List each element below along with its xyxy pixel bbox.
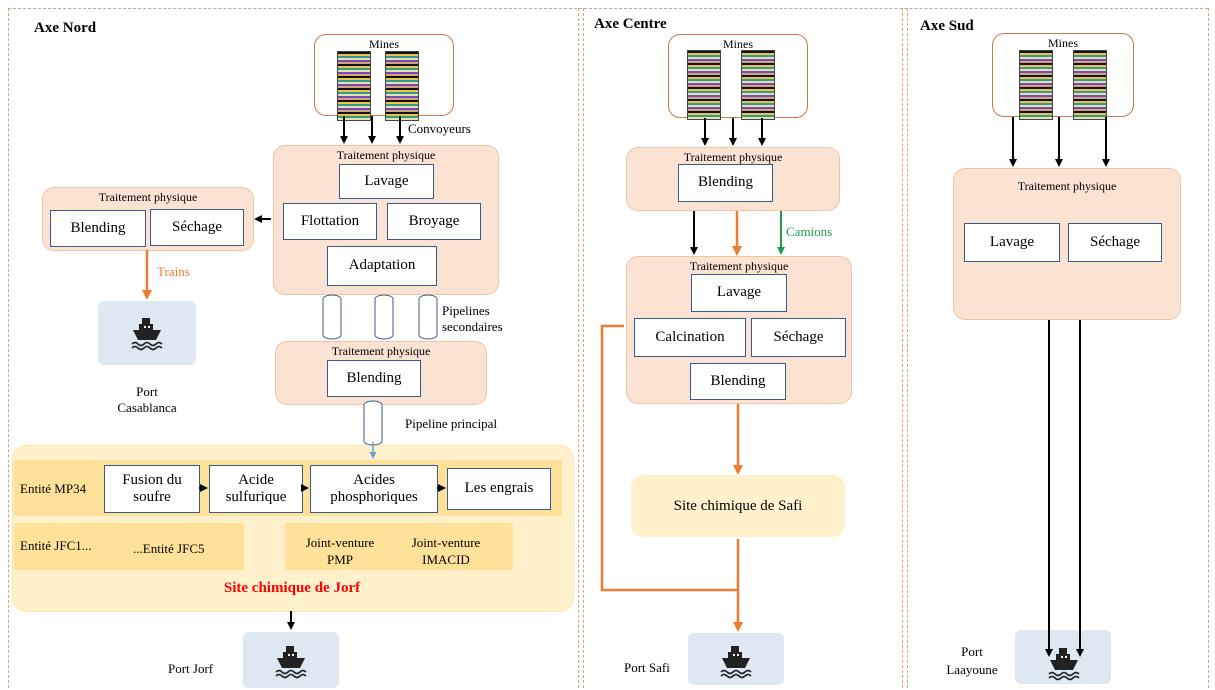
jv-pmp-line2: PMP [326, 551, 354, 567]
ship-icon [1048, 647, 1080, 681]
convoyeurs-label: Convoyeurs [408, 121, 471, 136]
mines-sud-label: Mines [1048, 36, 1078, 50]
traitement-label: Traitement physique [331, 344, 431, 358]
axis-sud-title: Axe Sud [920, 18, 974, 34]
separator-nord-centre-b [583, 8, 584, 688]
pipelines-line2: secondaires [442, 319, 503, 335]
entite-jfc-band [14, 523, 244, 570]
trains-label: Trains [157, 264, 190, 279]
arrow-to-port-laayoune [1045, 320, 1084, 657]
pipeline-secondary-icon [418, 294, 438, 340]
sechage-box: Séchage [150, 209, 244, 246]
traitement-label: Traitement physique [683, 150, 783, 164]
jv-imacid-line2: IMACID [422, 551, 470, 567]
traitement-label: Traitement physique [1017, 179, 1117, 193]
port-laayoune-line1: Port [961, 644, 983, 659]
jv-pmp-label: Joint-venture PMP [292, 535, 388, 569]
line-bypass-safi [600, 324, 738, 592]
mine-stack-icon [1073, 50, 1107, 120]
site-safi-box: Site chimique de Safi [631, 475, 845, 537]
engrais-box: Les engrais [447, 468, 551, 510]
pipelines-secondaires-label: Pipelines secondaires [442, 303, 503, 336]
mines-centre-label: Mines [723, 37, 753, 51]
mine-stack-icon [741, 50, 775, 120]
mines-sud: Mines [992, 33, 1134, 120]
blending-box: Blending [690, 363, 786, 400]
ship-icon [720, 645, 752, 679]
fusion-line1: Fusion du [122, 471, 182, 488]
camions-label: Camions [786, 224, 833, 239]
separator-nord-centre-a [578, 8, 579, 688]
left-border [8, 8, 9, 688]
acide-line1: Acide [238, 471, 274, 488]
port-safi-label: Port Safi [624, 660, 670, 675]
port-laayoune-label: Port Laayoune [944, 643, 1000, 678]
traitement-label: Traitement physique [336, 148, 436, 162]
pipeline-principal-icon [363, 400, 383, 446]
axis-nord-title: Axe Nord [34, 20, 97, 36]
blending-box: Blending [678, 164, 773, 202]
axis-centre-title: Axe Centre [594, 16, 667, 32]
port-casablanca-line2: Casablanca [117, 400, 177, 415]
lavage-box: Lavage [691, 274, 787, 312]
broyage-box: Broyage [387, 203, 481, 240]
pipeline-secondary-icon [322, 294, 342, 340]
mines-nord-label: Mines [369, 37, 399, 51]
pipeline-principal-label: Pipeline principal [405, 416, 498, 431]
blending-box: Blending [327, 360, 421, 397]
mine-stack-icon [1019, 50, 1053, 120]
mine-stack-icon [337, 51, 371, 121]
traitement-label: Traitement physique [98, 190, 198, 204]
mine-stack-icon [687, 50, 721, 120]
fusion-soufre-box: Fusion du soufre [104, 465, 200, 513]
acides-phosphoriques-box: Acides phosphoriques [310, 465, 438, 513]
pipeline-secondary-icon [374, 294, 394, 340]
calcination-box: Calcination [634, 318, 746, 357]
sechage-box: Séchage [751, 318, 846, 357]
entite-jfc5-label: ...Entité JFC5 [133, 541, 205, 556]
entite-mp34-label: Entité MP34 [20, 481, 87, 496]
right-border [1208, 8, 1209, 688]
top-border [8, 8, 1208, 9]
mines-centre: Mines [668, 34, 808, 120]
traitement-label: Traitement physique [689, 259, 789, 273]
arrow-mines-nord [340, 116, 404, 144]
site-jorf-title: Site chimique de Jorf [223, 580, 361, 596]
entite-jfc1-label: Entité JFC1... [20, 538, 92, 553]
arrow-mines-centre [701, 118, 766, 146]
acides-line2: phosphoriques [330, 489, 418, 505]
jv-imacid-line1: Joint-venture [411, 535, 481, 550]
arrow-mines-sud [1009, 117, 1110, 167]
ship-icon [275, 645, 307, 679]
separator-centre-sud-b [907, 8, 908, 688]
port-casablanca-label: Port Casablanca [97, 384, 197, 416]
adaptation-box: Adaptation [327, 246, 437, 286]
lavage-box: Lavage [339, 164, 434, 199]
ship-icon [131, 317, 163, 351]
flottation-box: Flottation [283, 203, 377, 240]
port-casablanca-line1: Port [136, 384, 158, 399]
sechage-box: Séchage [1068, 223, 1162, 262]
separator-centre-sud-a [902, 8, 903, 688]
mine-stack-icon [385, 51, 419, 121]
acides-line1: Acides [353, 471, 395, 488]
joint-venture-band [285, 523, 513, 570]
blending-box: Blending [50, 210, 146, 247]
port-laayoune-line2: Laayoune [946, 661, 998, 677]
lavage-box: Lavage [964, 223, 1060, 262]
acide-sulfurique-box: Acide sulfurique [209, 465, 303, 513]
jv-imacid-label: Joint-venture IMACID [398, 535, 494, 569]
port-jorf-label: Port Jorf [168, 661, 214, 676]
jv-pmp-line1: Joint-venture [305, 535, 375, 550]
mines-nord: Mines [314, 34, 454, 121]
pipelines-line1: Pipelines [442, 303, 490, 318]
fusion-line2: soufre [133, 489, 171, 505]
acide-line2: sulfurique [225, 489, 287, 505]
